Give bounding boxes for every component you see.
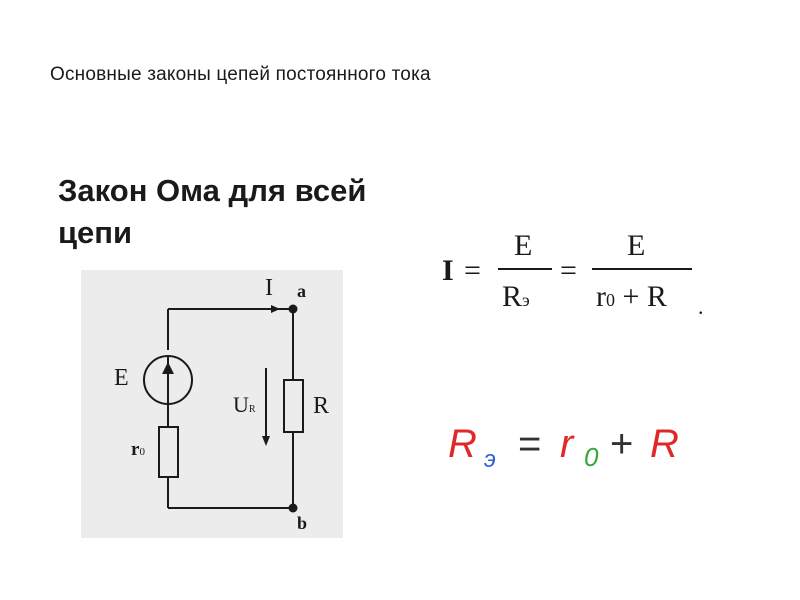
formula-den2: r0 + R — [596, 282, 667, 312]
emf-arrow-head — [162, 362, 174, 374]
formula-den1: Rэ — [502, 282, 530, 312]
voltage-label: UR — [233, 394, 256, 416]
slide-subtitle: Закон Ома для всей цепи — [58, 173, 367, 250]
internal-resistance-sub: 0 — [139, 446, 145, 458]
voltage-label-sub: R — [248, 404, 256, 415]
internal-resistance-label: r0 — [131, 440, 145, 459]
slide-title: Основные законы цепей постоянного тока — [50, 64, 431, 85]
node-b-dot — [288, 503, 298, 513]
internal-resistance-main: r — [131, 439, 140, 460]
fraction-bar-1 — [498, 268, 552, 270]
node-a-dot — [288, 304, 298, 314]
internal-resistor — [158, 426, 179, 478]
resistor-label: R — [313, 393, 330, 419]
formula-eq1: = — [464, 254, 481, 287]
equiv-R: R — [650, 422, 679, 466]
current-label: I — [265, 275, 273, 301]
ohm-law-formula: I = E Rэ = E r0 + R . — [442, 226, 722, 326]
circuit-diagram: I a b E UR R r0 — [81, 270, 343, 538]
node-a-label: a — [297, 281, 306, 301]
emf-label: E — [114, 365, 129, 391]
equiv-lhs-sub: э — [484, 446, 496, 473]
formula-den2-r: r — [596, 280, 606, 313]
formula-num2: E — [627, 229, 646, 262]
current-arrow-head — [271, 305, 280, 313]
formula-lhs: I — [442, 254, 454, 287]
equivalent-resistance-formula: R э = r 0 + R — [448, 422, 708, 482]
formula-trail: . — [698, 294, 704, 319]
formula-den2-plus: + — [622, 280, 640, 313]
fraction-bar-2 — [592, 268, 692, 270]
node-b-label: b — [297, 513, 308, 533]
equiv-plus: + — [610, 422, 634, 466]
circuit-schematic — [143, 304, 304, 513]
equiv-r: r — [560, 422, 574, 466]
load-resistor — [283, 379, 304, 433]
formula-eq2: = — [560, 254, 577, 287]
formula-den1-sub: э — [522, 290, 530, 310]
formula-num1: E — [514, 229, 533, 262]
equiv-eq: = — [518, 422, 542, 466]
formula-den1-main: R — [502, 280, 523, 313]
equiv-r-sub: 0 — [584, 442, 599, 472]
voltage-arrow-head — [262, 436, 270, 446]
voltage-label-main: U — [233, 392, 249, 417]
formula-den2-sub: 0 — [606, 290, 615, 310]
formula-den2-R: R — [646, 280, 667, 313]
equiv-lhs-main: R — [448, 422, 477, 466]
